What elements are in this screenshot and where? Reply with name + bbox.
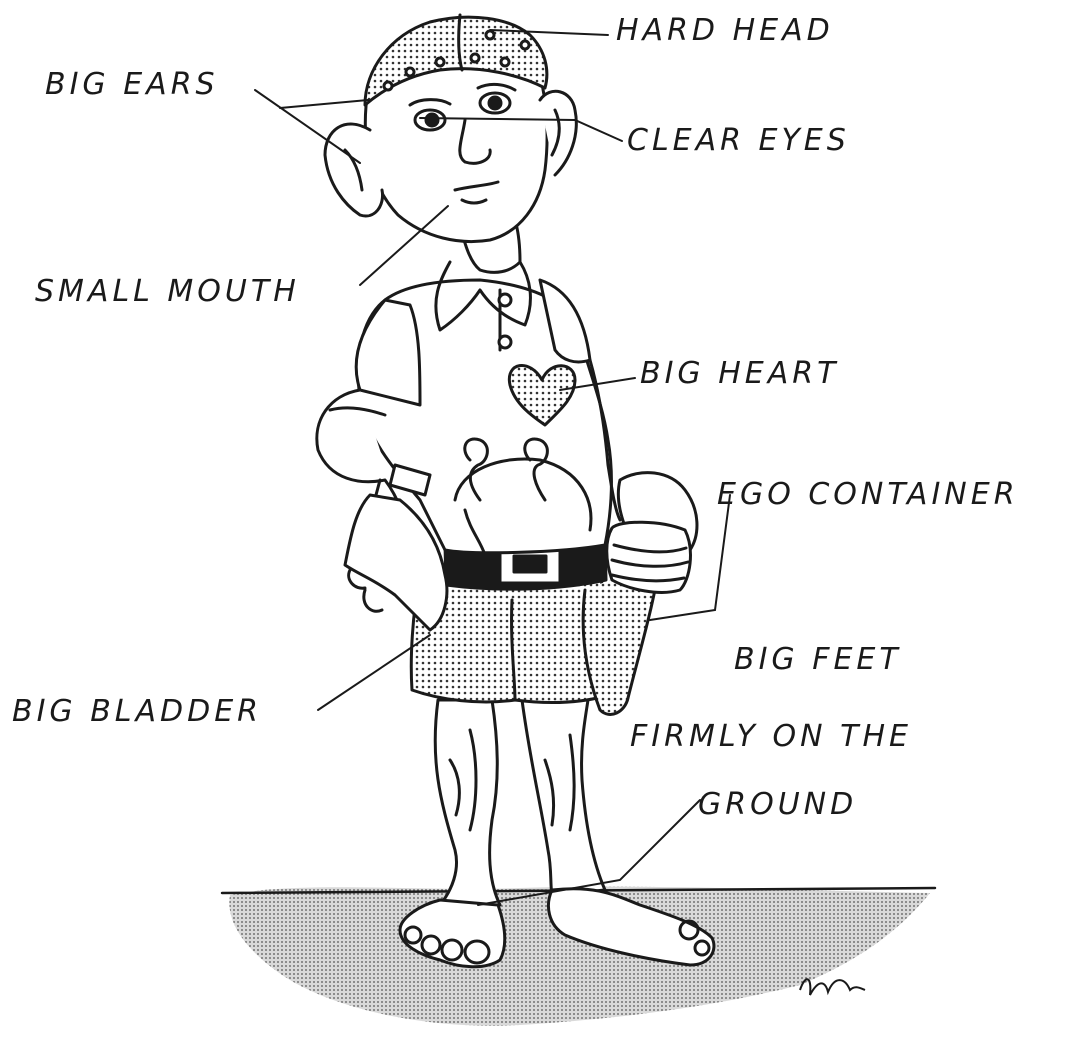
left-sleeve: [356, 300, 420, 405]
label-big-heart: BIG HEART: [640, 359, 839, 389]
label-big-ears: BIG EARS: [45, 70, 219, 100]
left-leg: [435, 700, 500, 905]
label-small-mouth: SMALL MOUTH: [35, 277, 300, 307]
label-big-feet-line1: BIG FEET: [734, 645, 902, 675]
label-big-feet-line3: GROUND: [698, 790, 857, 820]
label-clear-eyes: CLEAR EYES: [627, 126, 850, 156]
label-big-feet-line2: FIRMLY ON THE: [630, 722, 912, 752]
label-ego-container: EGO CONTAINER: [717, 480, 1019, 510]
artist-signature: [800, 979, 865, 995]
label-hard-head: HARD HEAD: [616, 16, 834, 46]
right-leg: [522, 700, 605, 895]
label-big-bladder: BIG BLADDER: [12, 697, 262, 727]
leader-big-ears-b: [280, 100, 368, 108]
